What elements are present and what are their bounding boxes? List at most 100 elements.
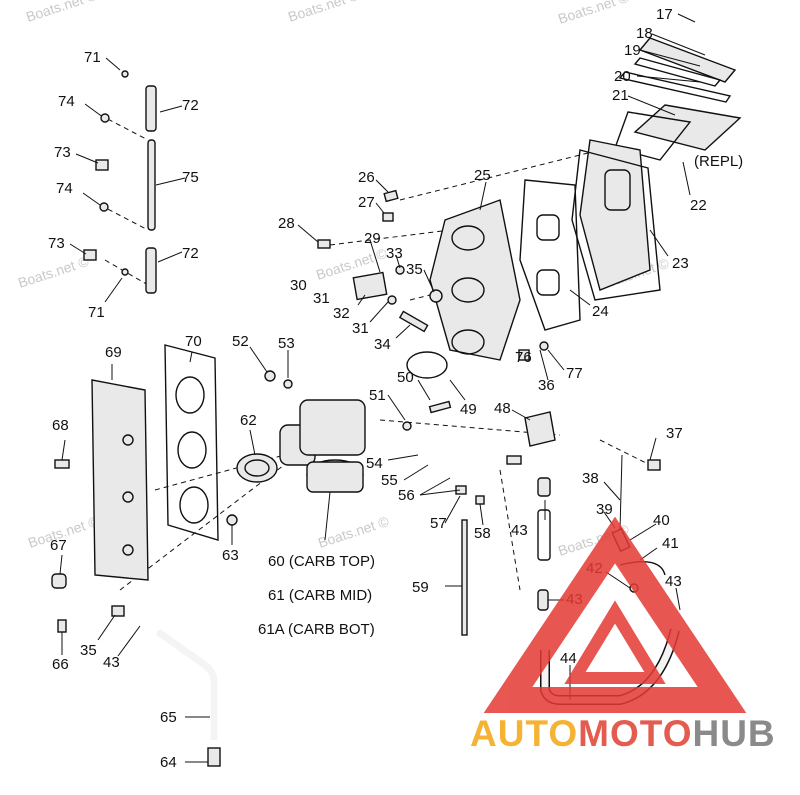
callout-31a: 31 [313, 290, 330, 307]
callout-69: 69 [105, 344, 122, 361]
gasket-23 [571, 149, 661, 301]
watermark-1: Boats.net © [24, 0, 99, 25]
callout-22: 22 [690, 197, 707, 214]
callout-35a: 35 [406, 261, 423, 278]
gasket-62 [236, 453, 278, 483]
carb-body [299, 399, 366, 456]
callout-57: 57 [430, 515, 447, 532]
carb-bot-label: 61A (CARB BOT) [258, 621, 375, 638]
clip-73a [95, 159, 109, 171]
plug-67 [51, 573, 67, 589]
callout-50: 50 [397, 369, 414, 386]
callout-repl: (REPL) [694, 153, 743, 170]
callout-70: 70 [185, 333, 202, 350]
callout-20: 20 [614, 68, 631, 85]
callout-18: 18 [636, 25, 653, 42]
intake-manifold [406, 179, 581, 379]
callout-39: 39 [596, 501, 613, 518]
carb-labels: 60 (CARB TOP) 61 (CARB MID) 61A (CARB BO… [258, 553, 375, 638]
gasket-24 [519, 179, 581, 331]
callout-24: 24 [592, 303, 609, 320]
callout-33: 33 [386, 245, 403, 262]
callout-66: 66 [52, 656, 69, 673]
callout-65: 65 [160, 709, 177, 726]
callout-36: 36 [538, 377, 555, 394]
callout-55: 55 [381, 472, 398, 489]
fitting-64 [207, 747, 221, 767]
callout-17: 17 [656, 6, 673, 23]
callout-23: 23 [672, 255, 689, 272]
callout-32: 32 [333, 305, 350, 322]
callout-51: 51 [369, 387, 386, 404]
watermark-4: Boats.net © [16, 253, 91, 291]
link-arm-upper [145, 85, 157, 132]
throttle-linkage [83, 70, 157, 294]
carb-bowl [306, 461, 364, 493]
bracket-32 [352, 271, 388, 301]
callout-75: 75 [182, 169, 199, 186]
callout-labels: 17 18 19 20 21 (REPL) 22 23 24 25 26 27 … [48, 6, 743, 771]
link-rod-75 [147, 139, 156, 231]
callout-68: 68 [52, 417, 69, 434]
callout-67: 67 [50, 537, 67, 554]
logo-text: AUTOMOTOHUB [470, 713, 776, 754]
callout-28: 28 [278, 215, 295, 232]
gasket-49 [406, 351, 448, 379]
callout-71a: 71 [84, 49, 101, 66]
callout-44: 44 [560, 650, 577, 667]
callout-52: 52 [232, 333, 249, 350]
silencer-assembly [51, 344, 219, 633]
bracket-48 [524, 411, 556, 447]
reed-stop-18 [638, 37, 737, 83]
callout-37: 37 [666, 425, 683, 442]
callout-31b: 31 [352, 320, 369, 337]
callout-64: 64 [160, 754, 177, 771]
callout-49: 49 [460, 401, 477, 418]
reed-plate-22 [579, 139, 651, 291]
gasket-70 [164, 344, 219, 541]
watermark-2: Boats.net © [286, 0, 361, 25]
callout-25: 25 [474, 167, 491, 184]
callout-21: 21 [612, 87, 629, 104]
manifold-hardware [317, 189, 661, 471]
stud-34 [398, 310, 429, 333]
callout-34: 34 [374, 336, 391, 353]
link-arm-lower [145, 247, 157, 294]
callout-56: 56 [398, 487, 415, 504]
callout-76: 76 [515, 349, 532, 366]
carb-top-label: 60 (CARB TOP) [268, 553, 375, 570]
callout-59: 59 [412, 579, 429, 596]
callout-41: 41 [662, 535, 679, 552]
reed-valve-stack [571, 37, 742, 301]
leader-lines [59, 13, 706, 763]
callout-26: 26 [358, 169, 375, 186]
callout-27: 27 [358, 194, 375, 211]
callout-71b: 71 [88, 304, 105, 321]
callout-30: 30 [290, 277, 307, 294]
carburetor [226, 370, 366, 526]
callout-77: 77 [566, 365, 583, 382]
logo-triangle-icon [483, 516, 747, 713]
fuel-line-59 [461, 519, 468, 636]
callout-53: 53 [278, 335, 295, 352]
silencer-cover-69 [91, 379, 149, 581]
callout-43d: 43 [103, 654, 120, 671]
reed-block-21 [633, 104, 742, 151]
callout-43c: 43 [665, 573, 682, 590]
hose-65 [155, 629, 221, 767]
callout-29: 29 [364, 230, 381, 247]
clip-73b [83, 249, 97, 261]
callout-74b: 74 [56, 180, 73, 197]
carb-mid-label: 61 (CARB MID) [268, 587, 372, 604]
callout-63: 63 [222, 547, 239, 564]
callout-58: 58 [474, 525, 491, 542]
automotohub-logo: AUTOMOTOHUB [470, 516, 776, 754]
watermark-3: Boats.net © [556, 0, 631, 27]
callout-72b: 72 [182, 245, 199, 262]
callout-48: 48 [494, 400, 511, 417]
callout-40: 40 [653, 512, 670, 529]
callout-54: 54 [366, 455, 383, 472]
callout-43a: 43 [511, 522, 528, 539]
